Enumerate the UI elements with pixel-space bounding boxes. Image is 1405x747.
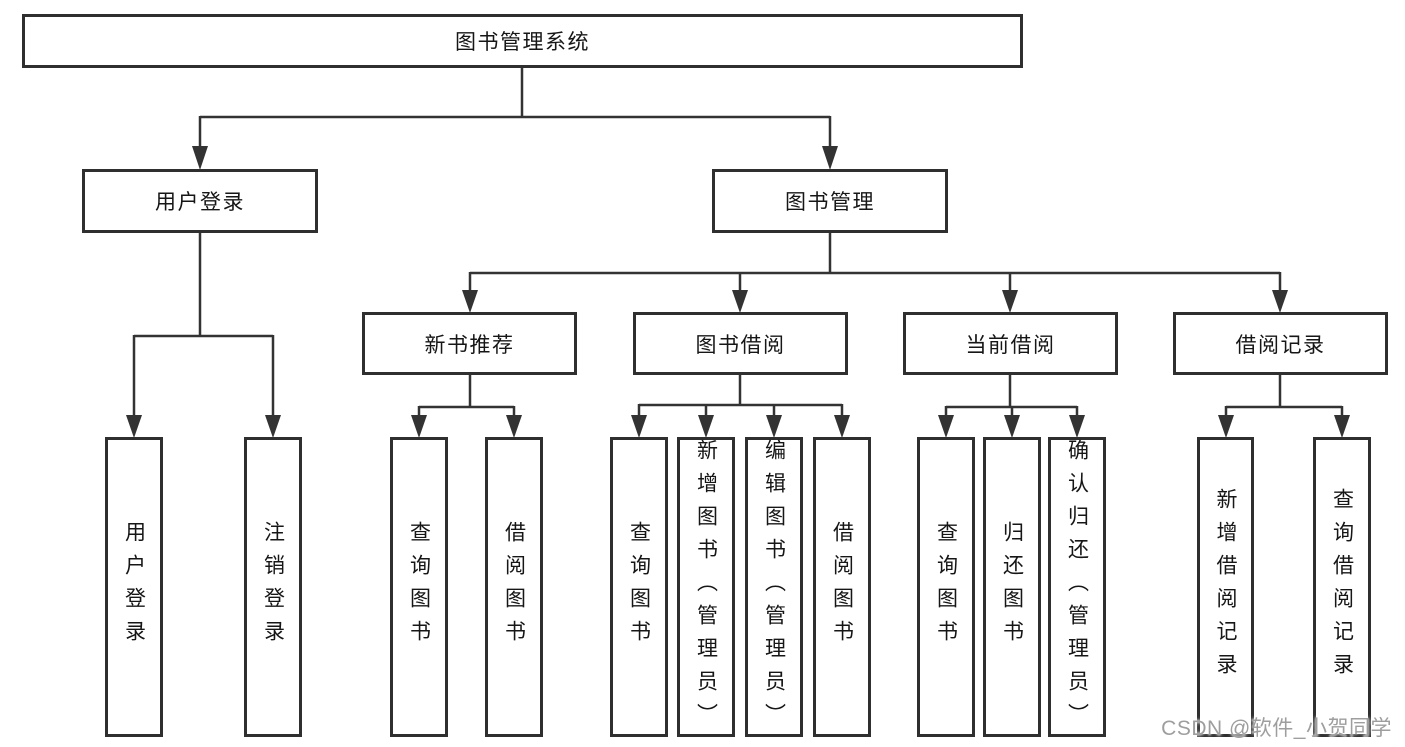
node-label: 查询图书 bbox=[934, 521, 958, 653]
node-label: 图书管理系统 bbox=[455, 31, 590, 54]
node-label: 查询图书 bbox=[407, 521, 431, 653]
node-label: 查询借阅记录 bbox=[1330, 488, 1354, 686]
node-label: 归还图书 bbox=[1000, 521, 1024, 653]
leaf-query-books-borrow: 查询图书 bbox=[610, 437, 668, 737]
node-user-login: 用户登录 bbox=[82, 169, 318, 233]
node-label: 借阅记录 bbox=[1235, 333, 1326, 357]
node-current-borrowing: 当前借阅 bbox=[903, 312, 1118, 375]
leaf-logout: 注销登录 bbox=[244, 437, 302, 737]
node-borrowing-records: 借阅记录 bbox=[1173, 312, 1388, 375]
node-label: 借阅图书 bbox=[830, 521, 854, 653]
node-label: 图书借阅 bbox=[695, 333, 786, 357]
node-label: 查询图书 bbox=[627, 521, 651, 653]
node-label: 注销登录 bbox=[261, 521, 285, 653]
leaf-add-borrow-record: 新增借阅记录 bbox=[1197, 437, 1254, 737]
leaf-query-books-current: 查询图书 bbox=[917, 437, 975, 737]
arrowhead-icons bbox=[126, 146, 1350, 438]
leaf-borrow-books: 借阅图书 bbox=[813, 437, 871, 737]
node-book-management: 图书管理 bbox=[712, 169, 948, 233]
node-label: 新增图书（管理员） bbox=[694, 438, 718, 736]
node-label: 图书管理 bbox=[785, 191, 875, 214]
leaf-return-books: 归还图书 bbox=[983, 437, 1041, 737]
node-label: 确认归还（管理员） bbox=[1065, 438, 1089, 736]
leaf-user-login: 用户登录 bbox=[105, 437, 163, 737]
leaf-confirm-return-admin: 确认归还（管理员） bbox=[1048, 437, 1106, 737]
node-label: 新增借阅记录 bbox=[1214, 488, 1238, 686]
watermark: CSDN @软件_小贺同学 bbox=[1161, 717, 1392, 740]
leaf-edit-books-admin: 编辑图书（管理员） bbox=[745, 437, 803, 737]
node-label: 新书推荐 bbox=[424, 333, 515, 357]
leaf-query-books-recommend: 查询图书 bbox=[390, 437, 448, 737]
node-book-borrowing: 图书借阅 bbox=[633, 312, 848, 375]
node-label: 编辑图书（管理员） bbox=[762, 438, 786, 736]
node-new-book-recommendation: 新书推荐 bbox=[362, 312, 577, 375]
node-label: 借阅图书 bbox=[502, 521, 526, 653]
node-library-management-system: 图书管理系统 bbox=[22, 14, 1023, 68]
node-label: 用户登录 bbox=[122, 521, 146, 653]
leaf-add-books-admin: 新增图书（管理员） bbox=[677, 437, 735, 737]
leaf-borrow-books-recommend: 借阅图书 bbox=[485, 437, 543, 737]
node-label: 当前借阅 bbox=[965, 333, 1056, 357]
node-label: 用户登录 bbox=[155, 191, 245, 214]
leaf-query-borrow-record: 查询借阅记录 bbox=[1313, 437, 1371, 737]
